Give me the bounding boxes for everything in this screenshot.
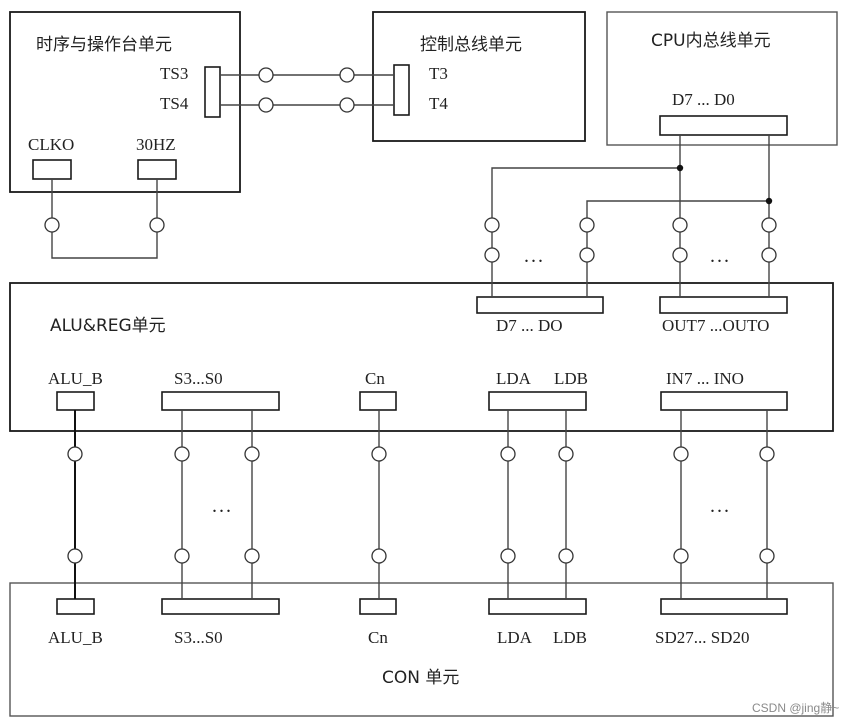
jack-socket xyxy=(759,446,775,462)
alu-b-connector xyxy=(56,391,95,411)
con-ldb-label: LDB xyxy=(553,628,587,647)
jack-socket xyxy=(761,247,777,263)
jack-socket xyxy=(44,217,60,233)
cpu-data-label: D7 ... D0 xyxy=(672,90,735,109)
ellipsis-s-bus: ... xyxy=(212,495,233,517)
con-alu-b-connector xyxy=(56,598,95,615)
jack-socket xyxy=(673,446,689,462)
con-s-connector xyxy=(161,598,280,615)
jack-socket xyxy=(174,446,190,462)
alu-s-label: S3...S0 xyxy=(174,369,223,388)
con-alu-b-label: ALU_B xyxy=(48,628,103,647)
jack-socket xyxy=(500,548,516,564)
jack-socket xyxy=(149,217,165,233)
con-unit: ALU_B S3...S0 Cn LDA LDB SD27... SD20 CO… xyxy=(9,582,834,717)
control-bus-unit: 控制总线单元 T3 T4 xyxy=(372,11,586,142)
ts4-label: TS4 xyxy=(160,94,189,113)
jack-socket xyxy=(67,446,83,462)
jack-socket xyxy=(244,548,260,564)
jack-socket xyxy=(67,548,83,564)
jack-socket xyxy=(500,446,516,462)
wire-cpu-d7-to-alu xyxy=(491,135,681,297)
clk-label: CLKO xyxy=(28,135,74,154)
ellipsis-alu-out: ... xyxy=(710,245,731,267)
alu-cn-connector xyxy=(359,391,397,411)
t3-label: T3 xyxy=(429,64,448,83)
alu-reg-unit-title: ALU&REG单元 xyxy=(50,316,166,336)
jack-socket xyxy=(759,548,775,564)
control-bus-unit-title: 控制总线单元 xyxy=(420,35,522,55)
alu-b-label: ALU_B xyxy=(48,369,103,388)
jacks xyxy=(44,67,777,564)
jack-socket xyxy=(579,247,595,263)
alu-out-connector xyxy=(659,296,788,314)
jack-socket xyxy=(558,548,574,564)
watermark: CSDN @jing静~ xyxy=(752,701,839,715)
alu-data-in-label: D7 ... DO xyxy=(496,316,563,335)
t-connector xyxy=(393,64,410,116)
junction-dot xyxy=(765,197,773,205)
jack-socket xyxy=(761,217,777,233)
ts-connector xyxy=(204,66,221,118)
cpu-bus-unit-box xyxy=(606,11,838,146)
con-sd-connector xyxy=(660,598,788,615)
jack-socket xyxy=(258,67,274,83)
ts3-label: TS3 xyxy=(160,64,188,83)
jack-socket xyxy=(673,548,689,564)
timing-unit-title: 时序与操作台单元 xyxy=(36,35,172,55)
hz-connector xyxy=(137,159,177,180)
jack-socket xyxy=(339,67,355,83)
con-lda-ldb-connector xyxy=(488,598,587,615)
alu-lda-ldb-connector xyxy=(488,391,587,411)
alu-ldb-label: LDB xyxy=(554,369,588,388)
jack-socket xyxy=(174,548,190,564)
jack-socket xyxy=(371,548,387,564)
jack-socket xyxy=(371,446,387,462)
jack-socket xyxy=(672,217,688,233)
ellipsis-in-bus: ... xyxy=(710,495,731,517)
alu-data-in-connector xyxy=(476,296,604,314)
con-cn-connector xyxy=(359,598,397,615)
con-unit-title: CON 单元 xyxy=(382,668,459,688)
alu-cn-label: Cn xyxy=(365,369,385,388)
jack-socket xyxy=(244,446,260,462)
con-sd-label: SD27... SD20 xyxy=(655,628,749,647)
con-cn-label: Cn xyxy=(368,628,388,647)
wire-cpu-d0-to-alu xyxy=(586,135,770,297)
con-s-label: S3...S0 xyxy=(174,628,223,647)
alu-reg-unit: ALU&REG单元 D7 ... DO OUT7 ...OUTO ALU_B S… xyxy=(9,282,834,432)
jack-socket xyxy=(672,247,688,263)
ellipsis-alu-data: ... xyxy=(524,245,545,267)
alu-s-connector xyxy=(161,391,280,411)
cpu-bus-unit: CPU内总线单元 D7 ... D0 xyxy=(606,11,838,146)
hz-label: 30HZ xyxy=(136,135,176,154)
cpu-bus-unit-title: CPU内总线单元 xyxy=(651,31,771,51)
alu-in-connector xyxy=(660,391,788,411)
timing-unit: 时序与操作台单元 TS3 TS4 CLKO 30HZ xyxy=(9,11,241,193)
alu-lda-label: LDA xyxy=(496,369,532,388)
alu-out-label: OUT7 ...OUTO xyxy=(662,316,769,335)
jack-socket xyxy=(484,217,500,233)
jack-socket xyxy=(339,97,355,113)
t4-label: T4 xyxy=(429,94,448,113)
jack-socket xyxy=(484,247,500,263)
jack-socket xyxy=(579,217,595,233)
junction-dot xyxy=(676,164,684,172)
con-lda-label: LDA xyxy=(497,628,533,647)
alu-in-label: IN7 ... INO xyxy=(666,369,744,388)
cpu-data-connector xyxy=(659,115,788,136)
jack-socket xyxy=(558,446,574,462)
clk-connector xyxy=(32,159,72,180)
jack-socket xyxy=(258,97,274,113)
